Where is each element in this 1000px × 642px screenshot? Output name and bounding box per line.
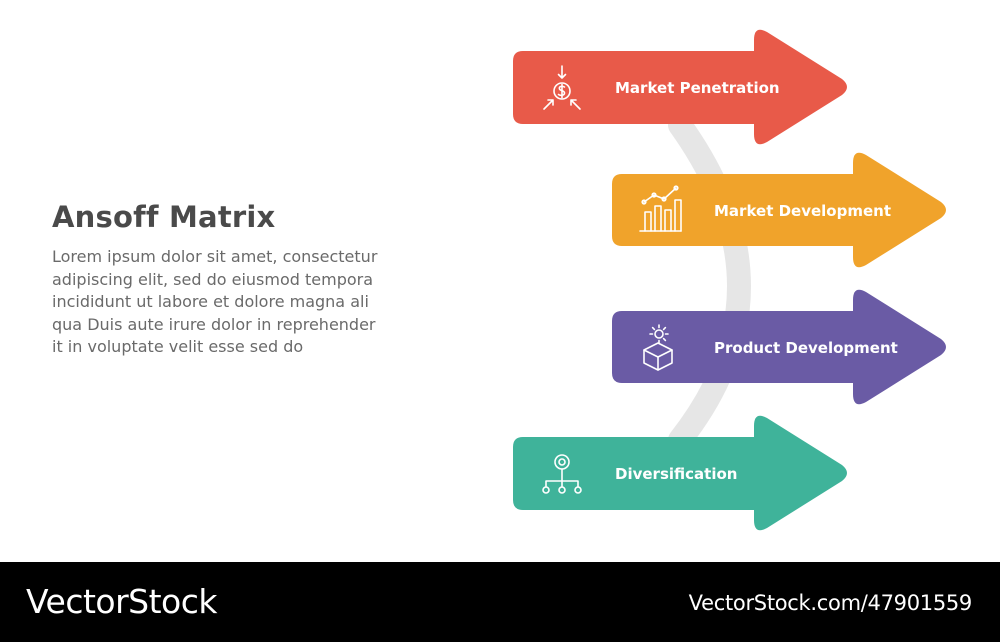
description-line: incididunt ut labore et dolore magna ali	[52, 292, 369, 311]
page-title: Ansoff Matrix	[52, 200, 276, 234]
arrow-label: Market Penetration	[615, 79, 780, 97]
hierarchy-icon	[542, 454, 582, 494]
image-id-text: VectorStock.com/47901559	[688, 591, 973, 615]
arrow-product-development: Product Development	[612, 289, 946, 405]
arrow-label: Market Development	[714, 202, 891, 220]
arrow-market-penetration: Market Penetration	[513, 29, 847, 145]
description-text: Lorem ipsum dolor sit amet, consectetur …	[52, 246, 432, 359]
curved-connector	[668, 113, 751, 452]
description-line: adipiscing elit, sed do eiusmod tempora	[52, 269, 374, 289]
arrow-shape	[612, 152, 946, 268]
arrow-shape	[513, 29, 847, 145]
footer-bar: VectorStock VectorStock.com/47901559	[0, 562, 1000, 642]
growth-chart-icon	[639, 185, 682, 232]
arrow-diversification: Diversification	[513, 415, 847, 531]
description-line: it in voluptate velit esse sed do	[52, 337, 304, 356]
arrow-shape	[513, 415, 847, 531]
dollar-target-icon	[543, 65, 581, 110]
arrows-diagram: Market Penetration Market Development	[513, 29, 946, 531]
arrow-market-development: Market Development	[612, 152, 946, 268]
description-line: qua Duis aute irure dolor in reprehender	[52, 314, 376, 334]
brand-logo[interactable]: VectorStock	[26, 582, 218, 621]
description-line: Lorem ipsum dolor sit amet, consectetur	[52, 247, 378, 266]
arrow-label: Product Development	[714, 339, 898, 357]
infographic-canvas: Ansoff Matrix Lorem ipsum dolor sit amet…	[52, 29, 946, 531]
product-box-gear-icon	[643, 324, 673, 371]
arrow-shape	[612, 289, 946, 405]
arrow-label: Diversification	[615, 465, 737, 483]
